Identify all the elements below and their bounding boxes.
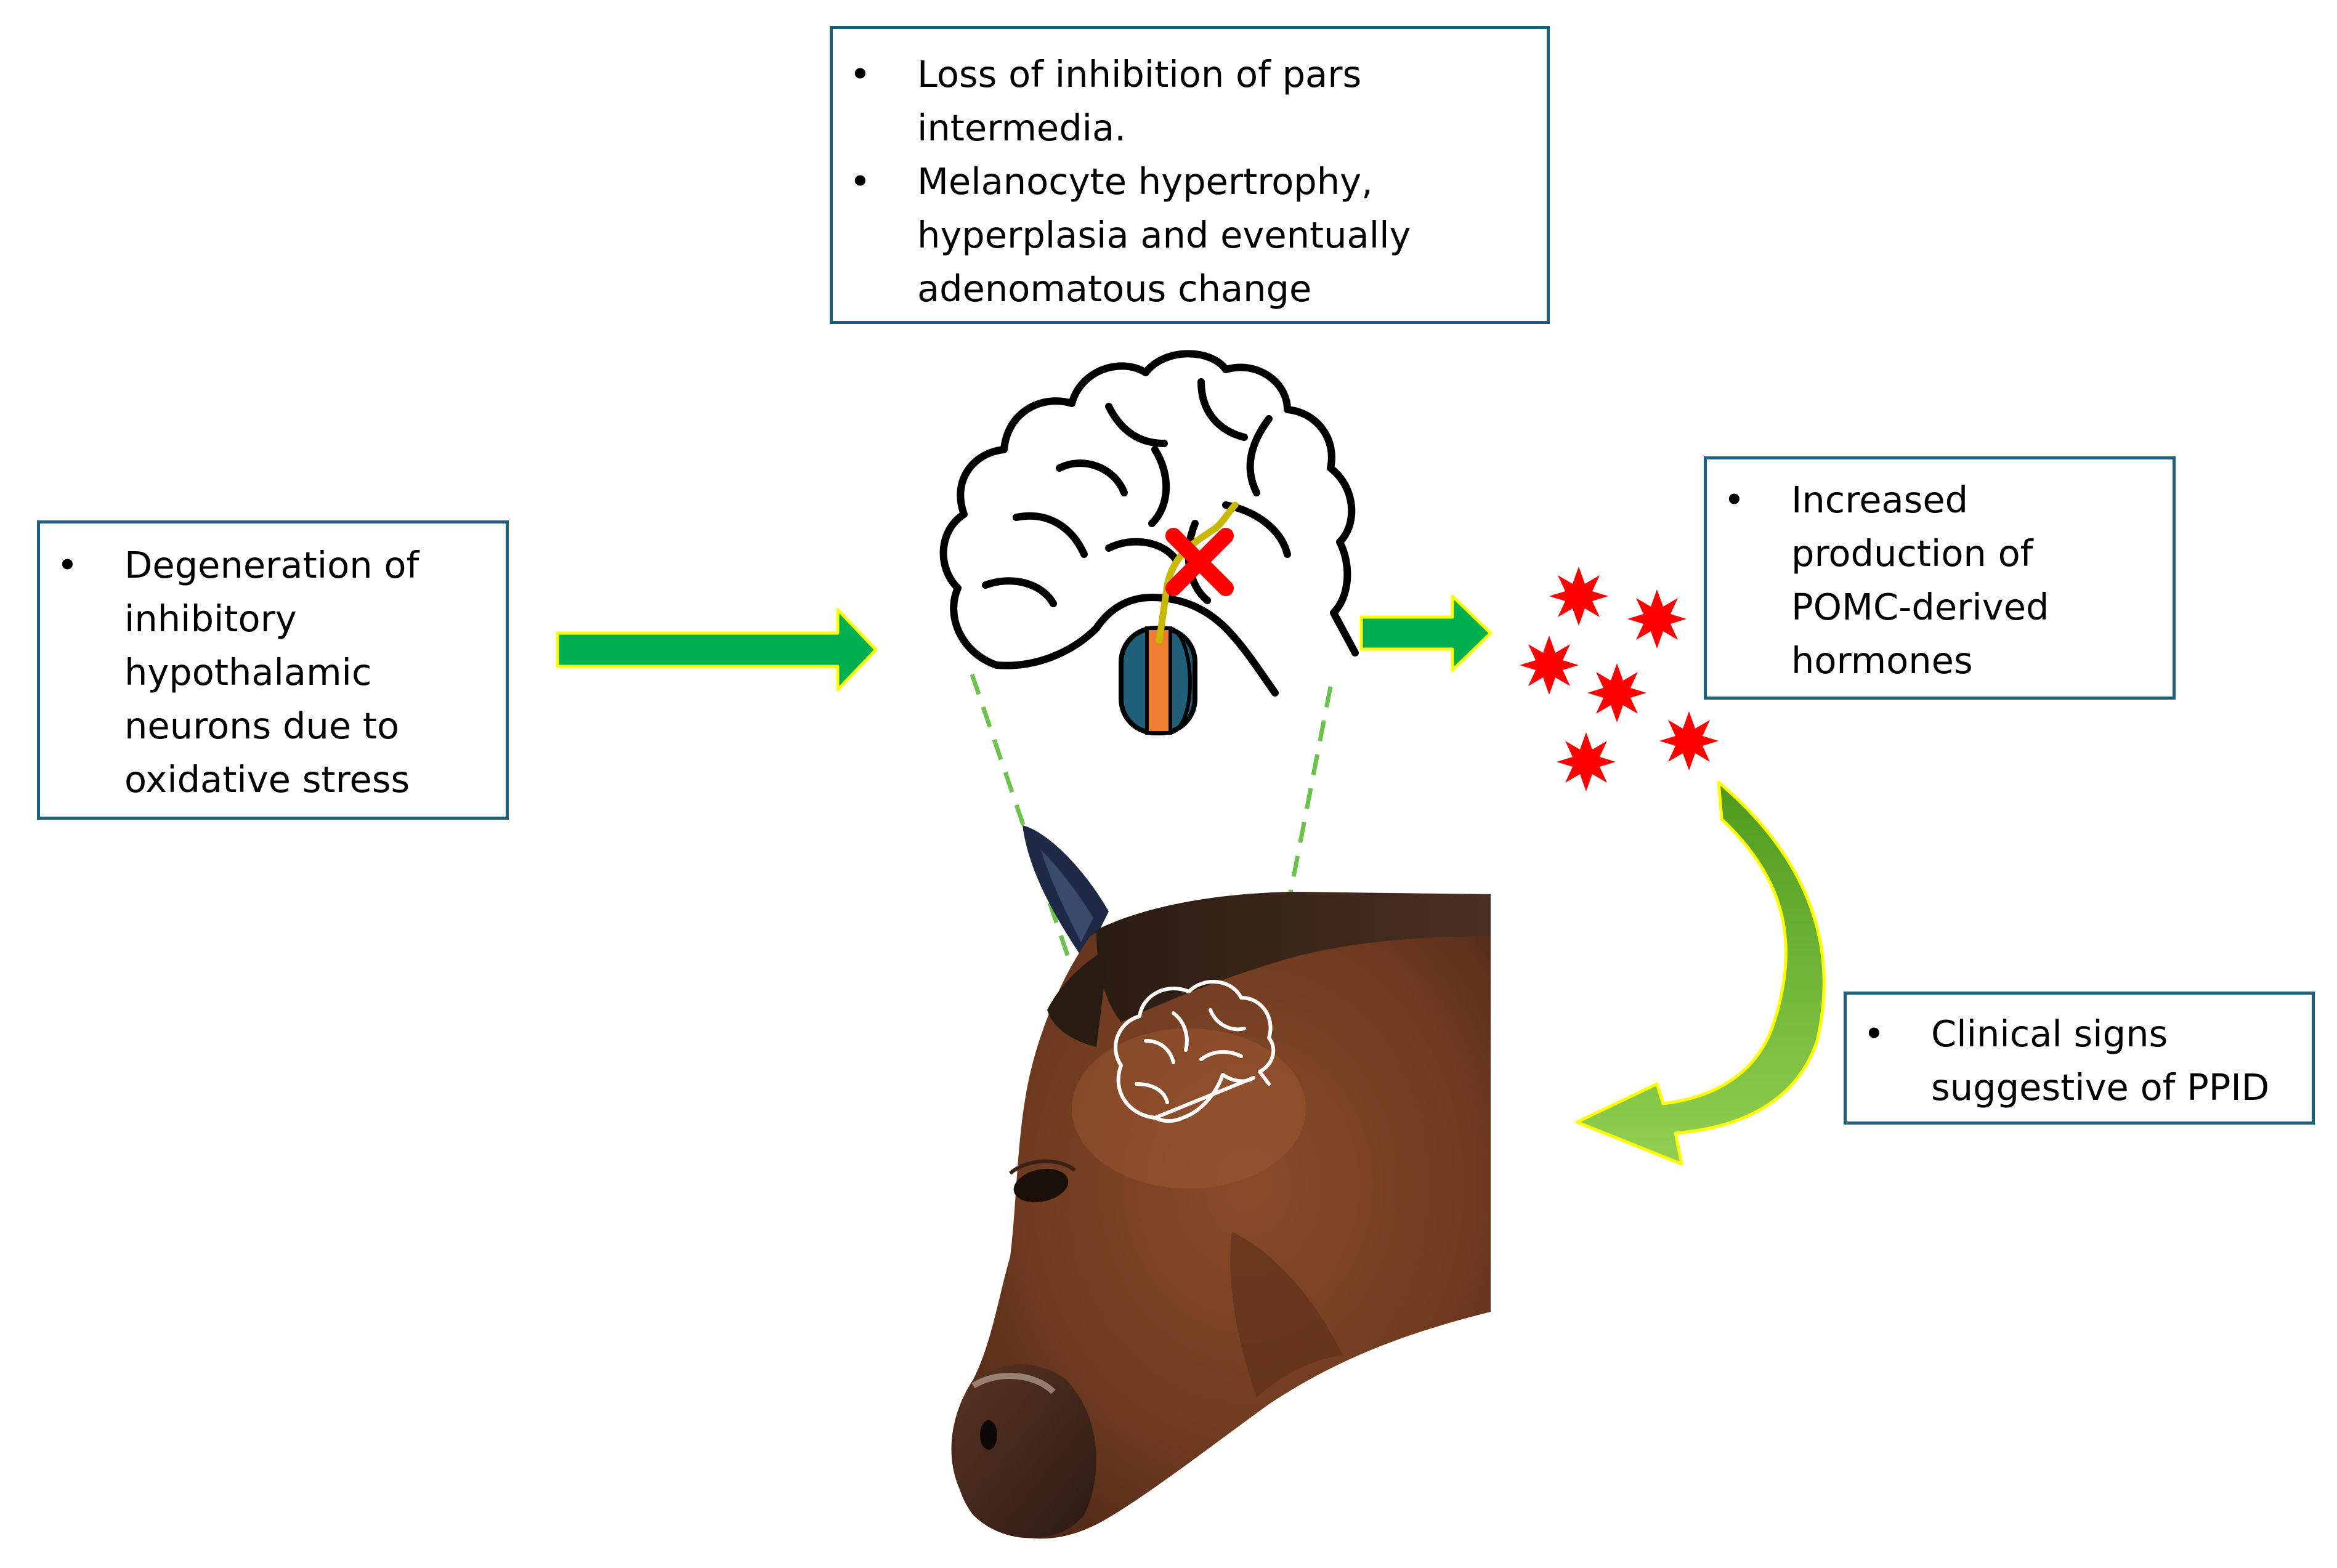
list-item-line: hyperplasia and eventually bbox=[917, 214, 1411, 256]
pituitary-gland-icon bbox=[1119, 626, 1197, 735]
red-starburst-icon bbox=[1549, 567, 1608, 626]
brain-outline-icon bbox=[939, 350, 1359, 697]
zoom-line-right bbox=[1266, 686, 1333, 1004]
pars-intermedia-box: Loss of inhibition of pars intermedia. M… bbox=[830, 26, 1550, 324]
list-item: Melanocyte hypertrophy, hyperplasia and … bbox=[833, 155, 1547, 315]
arrow-to-brain bbox=[556, 608, 878, 692]
neuron-tract bbox=[1156, 501, 1239, 644]
forehead-brain-icon bbox=[1114, 980, 1276, 1123]
list-item-line: neurons due to bbox=[124, 705, 400, 747]
clinical-list: Clinical signs suggestive of PPID bbox=[1847, 1007, 2312, 1114]
list-item: Increased production of POMC-derived hor… bbox=[1707, 473, 2173, 687]
pomc-list: Increased production of POMC-derived hor… bbox=[1707, 473, 2173, 687]
curved-arrow-to-horse bbox=[1575, 780, 1826, 1166]
list-item-line: suggestive of PPID bbox=[1931, 1066, 2270, 1109]
list-item-line: Degeneration of bbox=[124, 544, 419, 586]
pars-intermedia-list: Loss of inhibition of pars intermedia. M… bbox=[833, 47, 1547, 315]
list-item: Loss of inhibition of pars intermedia. bbox=[833, 47, 1547, 155]
degeneration-list: Degeneration of inhibitory hypothalamic … bbox=[40, 538, 506, 806]
hormone-starbursts bbox=[1520, 567, 1719, 791]
arrow-to-hormones bbox=[1359, 594, 1493, 672]
list-item-line: Melanocyte hypertrophy, bbox=[917, 160, 1373, 203]
list-item-line: Loss of inhibition of pars bbox=[917, 53, 1362, 95]
list-item-line: production of bbox=[1791, 532, 2033, 575]
list-item: Degeneration of inhibitory hypothalamic … bbox=[40, 538, 506, 806]
list-item-line: hypothalamic bbox=[124, 651, 372, 693]
clinical-signs-box: Clinical signs suggestive of PPID bbox=[1844, 992, 2315, 1125]
red-starburst-icon bbox=[1520, 636, 1579, 695]
list-item: Clinical signs suggestive of PPID bbox=[1847, 1007, 2312, 1114]
red-starburst-icon bbox=[1659, 711, 1719, 770]
list-item-line: hormones bbox=[1791, 639, 1973, 682]
red-starburst-icon bbox=[1557, 732, 1616, 791]
list-item-line: oxidative stress bbox=[124, 758, 410, 801]
pomc-hormones-box: Increased production of POMC-derived hor… bbox=[1704, 456, 2176, 700]
list-item-line: intermedia. bbox=[917, 107, 1126, 149]
list-item-line: inhibitory bbox=[124, 597, 297, 640]
red-starburst-icon bbox=[1627, 589, 1687, 649]
list-item-line: adenomatous change bbox=[917, 267, 1312, 310]
degeneration-box: Degeneration of inhibitory hypothalamic … bbox=[37, 520, 509, 820]
horse-head-illustration bbox=[951, 825, 1491, 1539]
list-item-line: Clinical signs bbox=[1931, 1012, 2168, 1055]
red-starburst-icon bbox=[1587, 663, 1646, 722]
list-item-line: POMC-derived bbox=[1791, 586, 2049, 628]
list-item-line: Increased bbox=[1791, 479, 1969, 521]
red-x-icon bbox=[1165, 528, 1234, 596]
